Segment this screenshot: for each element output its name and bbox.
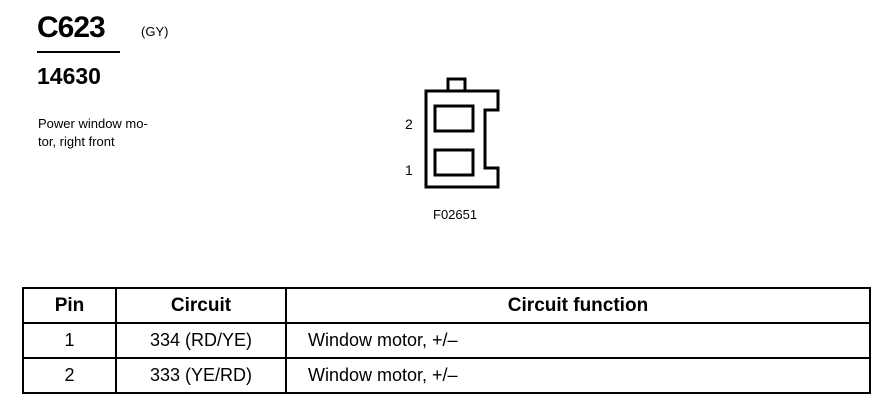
connector-face-diagram: 2 1: [405, 77, 500, 189]
connector-latch: [446, 77, 467, 93]
figure-code: F02651: [433, 207, 478, 222]
pin-label-1: 1: [405, 162, 413, 178]
connector-id-underline: [37, 51, 120, 53]
column-header-circuit: Circuit: [115, 287, 287, 324]
pin-label-2: 2: [405, 116, 413, 132]
connector-description: Power window mo- tor, right front: [38, 115, 198, 151]
circuit-cell: 334 (RD/YE): [115, 322, 287, 359]
pin-cell: 1: [22, 322, 117, 359]
column-header-circuit-function: Circuit function: [285, 287, 871, 324]
description-line: tor, right front: [38, 134, 115, 149]
connector-id: C623: [37, 11, 106, 44]
pin-cavity-2: [433, 104, 475, 133]
pin-cavity-1: [433, 148, 475, 177]
circuit-function-cell: Window motor, +/–: [285, 357, 871, 394]
part-number: 14630: [37, 63, 101, 89]
connector-body: [424, 89, 500, 189]
table-row: 1 334 (RD/YE) Window motor, +/–: [22, 322, 871, 359]
table-header-row: Pin Circuit Circuit function: [22, 287, 871, 324]
pinout-table: Pin Circuit Circuit function 1 334 (RD/Y…: [22, 287, 871, 394]
wire-color-code: (GY): [141, 24, 169, 39]
table-row: 2 333 (YE/RD) Window motor, +/–: [22, 357, 871, 394]
pin-cell: 2: [22, 357, 117, 394]
column-header-pin: Pin: [22, 287, 117, 324]
circuit-function-cell: Window motor, +/–: [285, 322, 871, 359]
circuit-cell: 333 (YE/RD): [115, 357, 287, 394]
description-line: Power window mo-: [38, 116, 148, 131]
